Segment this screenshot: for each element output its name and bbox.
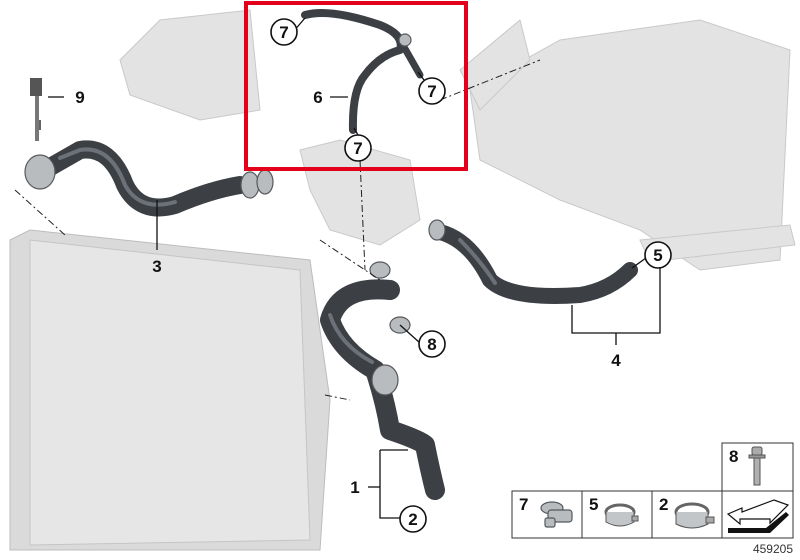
hose-1: [320, 261, 445, 500]
svg-text:7: 7: [353, 139, 362, 158]
svg-text:2: 2: [659, 495, 668, 514]
callout-4[interactable]: 4: [611, 351, 621, 370]
legend-item-7[interactable]: 7: [519, 495, 573, 528]
legend-item-8[interactable]: 8: [729, 446, 766, 486]
clamp-with-nipple-icon: [540, 501, 573, 528]
hose-4: [428, 219, 638, 304]
svg-text:8: 8: [427, 335, 436, 354]
svg-text:5: 5: [589, 495, 598, 514]
spring-clamp-icon: [604, 503, 639, 527]
svg-text:7: 7: [279, 23, 288, 42]
svg-text:7: 7: [427, 82, 436, 101]
callout-2[interactable]: 2: [399, 505, 427, 533]
radiator: [9, 229, 331, 551]
legend-item-2[interactable]: 2: [659, 495, 715, 529]
callout-7-top[interactable]: 7: [270, 18, 298, 46]
callout-9[interactable]: 9: [75, 88, 84, 107]
callout-7-right[interactable]: 7: [418, 77, 446, 105]
bolt-icon: [748, 446, 766, 486]
callout-7-bottom[interactable]: 7: [344, 134, 372, 162]
hose-6: [301, 9, 424, 134]
hose-3: [24, 140, 274, 217]
cylinder-head-left: [119, 9, 796, 271]
highlight-box: [244, 1, 468, 171]
spring-clamp-icon: [674, 502, 715, 529]
svg-text:8: 8: [729, 447, 738, 466]
legend-item-5[interactable]: 5: [589, 495, 639, 527]
svg-text:5: 5: [653, 246, 662, 265]
callout-3[interactable]: 3: [152, 257, 161, 276]
callout-5[interactable]: 5: [644, 241, 672, 269]
callout-1[interactable]: 1: [350, 478, 359, 497]
callout-6[interactable]: 6: [313, 88, 322, 107]
diagram-part-number: 459205: [753, 542, 793, 556]
parts-legend: 8 7 5 2: [511, 442, 794, 556]
svg-text:2: 2: [408, 510, 417, 529]
direction-arrow-icon: [726, 499, 790, 533]
callout-8[interactable]: 8: [418, 330, 446, 358]
svg-text:7: 7: [519, 495, 528, 514]
sensor-9: [30, 78, 42, 141]
